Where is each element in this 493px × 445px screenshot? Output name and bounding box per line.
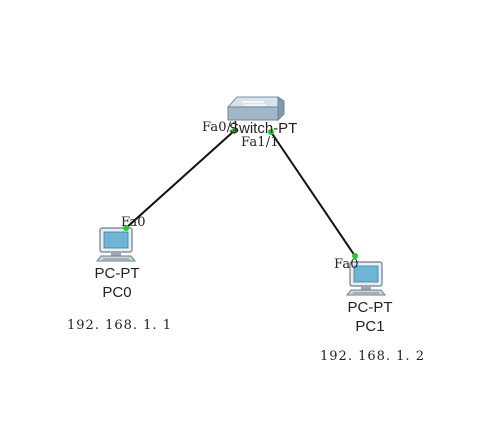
desktop-pc-icon[interactable] [345,261,387,296]
link-light-pc1 [352,253,358,259]
link-light-pc0 [123,225,129,231]
link-light-switch-fa11 [268,129,274,135]
pc0-port-label: Fa0 [121,215,146,230]
pc1-ip-label: 192. 168. 1. 2 [320,349,425,364]
pc1-port-label: Fa0 [334,257,359,272]
cable-pc0-switch[interactable] [125,130,235,229]
desktop-pc-icon[interactable] [95,227,137,262]
pc0-name-label: PC0 [102,284,132,301]
cable-pc1-switch[interactable] [270,131,356,257]
pc1-name-label: PC1 [355,318,385,335]
link-light-switch-fa01 [231,128,237,134]
switch-icon[interactable] [226,96,285,122]
pc0-ip-label: 192. 168. 1. 1 [67,318,172,333]
switch-port-fa01-label: Fa0/1 [202,120,240,135]
pc0-model-label: PC-PT [94,265,140,282]
switch-model-label: Switch-PT [229,120,298,137]
switch-port-fa11-label: Fa1/1 [241,135,279,150]
pc1-model-label: PC-PT [347,299,393,316]
